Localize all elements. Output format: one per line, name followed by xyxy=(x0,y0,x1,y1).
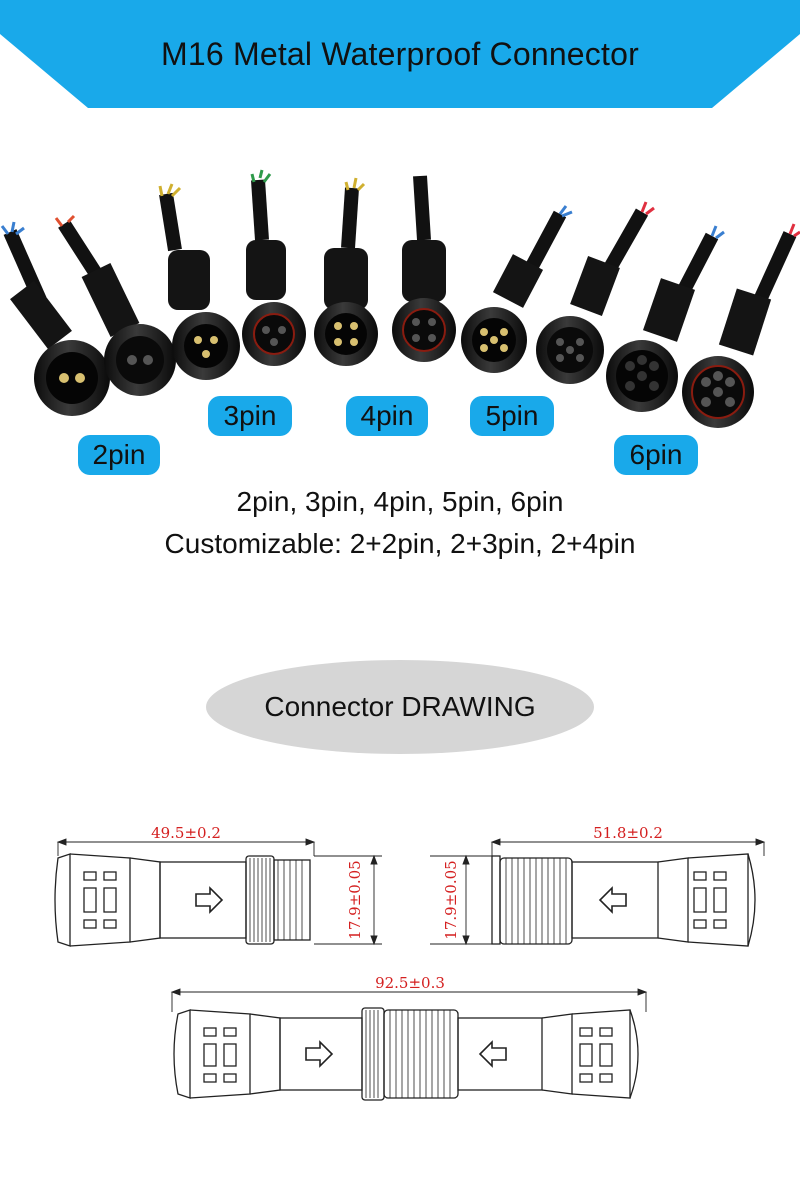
label-2pin: 2pin xyxy=(78,435,160,475)
drawing-section-title: Connector DRAWING xyxy=(206,660,594,754)
connector-product-photo xyxy=(0,169,800,428)
label-4pin: 4pin xyxy=(346,396,428,436)
male-diameter-dimension: 17.9±0.05 xyxy=(346,860,364,939)
connector-3pin-female xyxy=(242,169,306,366)
connector-3pin-male xyxy=(158,183,240,380)
male-length-dimension: 49.5±0.2 xyxy=(151,824,221,842)
connector-4pin-male xyxy=(314,177,378,366)
label-3pin: 3pin xyxy=(208,396,292,436)
connector-4pin-female xyxy=(392,175,456,362)
connector-5pin-female xyxy=(536,201,655,384)
mated-connector-drawing xyxy=(173,1007,639,1101)
male-connector-drawing xyxy=(54,853,311,947)
header-banner: M16 Metal Waterproof Connector xyxy=(0,0,800,108)
female-length-dimension: 51.8±0.2 xyxy=(593,824,663,842)
label-6pin: 6pin xyxy=(614,435,698,475)
pin-options-text: 2pin, 3pin, 4pin, 5pin, 6pin xyxy=(236,486,564,517)
banner-shape xyxy=(0,0,800,108)
label-5pin: 5pin xyxy=(470,396,554,436)
female-connector-drawing xyxy=(491,853,756,947)
customizable-text: Customizable: 2+2pin, 2+3pin, 2+4pin xyxy=(164,528,636,559)
female-diameter-dimension: 17.9±0.05 xyxy=(442,860,460,939)
page-title: M16 Metal Waterproof Connector xyxy=(161,36,639,72)
connector-5pin-male xyxy=(461,205,573,373)
connector-2pin-female xyxy=(54,214,176,396)
connector-6pin-male xyxy=(606,225,725,412)
connector-technical-drawing: 49.5±0.2 17.9±0.05 51.8±0.2 17.9±0.05 92… xyxy=(54,824,766,1101)
connector-2pin-male xyxy=(0,221,110,416)
total-length-dimension: 92.5±0.3 xyxy=(375,974,445,992)
connector-6pin-female xyxy=(682,223,800,428)
